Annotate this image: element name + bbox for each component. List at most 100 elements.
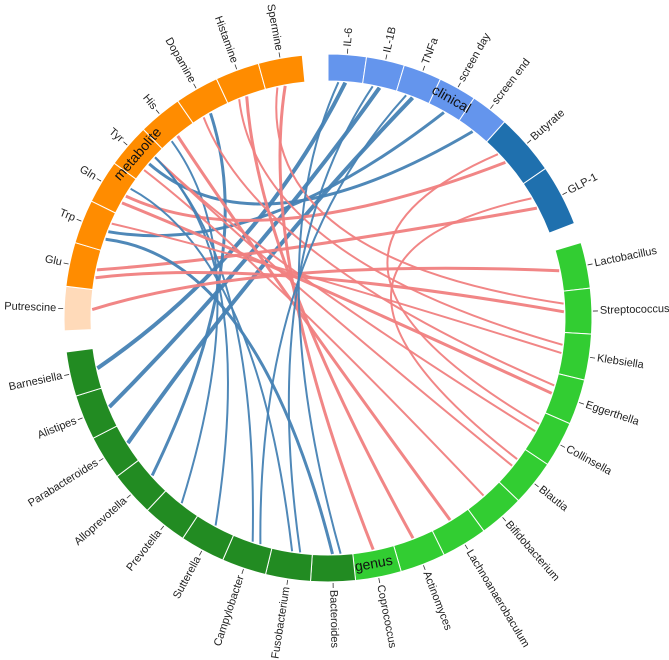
tick-mark xyxy=(587,263,593,266)
arc-segment-spermine[interactable] xyxy=(257,54,306,91)
segment-label-screen-end: screen end xyxy=(490,56,533,106)
segment-label-klebsiella: Klebsiella xyxy=(596,352,645,371)
chord-link-glu-streptococcus xyxy=(95,270,565,314)
tick-mark xyxy=(422,65,426,71)
arc-segment-lactobacillus[interactable] xyxy=(554,241,591,292)
segment-label-fusobacterium: Fusobacterium xyxy=(269,586,292,660)
tick-mark xyxy=(160,525,165,531)
segment-label-collinsella: Collinsella xyxy=(564,443,615,478)
arc-segment-fusobacterium[interactable] xyxy=(264,547,313,582)
chord-link-il-6-bacteroides xyxy=(297,81,342,554)
chord-link-gln-fusobacterium xyxy=(130,187,294,552)
tick-mark xyxy=(534,483,539,488)
tick-mark xyxy=(378,578,381,584)
chord-arcs xyxy=(63,53,593,583)
tick-mark xyxy=(96,178,102,182)
tick-mark xyxy=(457,82,461,88)
chord-links xyxy=(91,81,565,555)
segment-label-il-1b: IL-1B xyxy=(381,26,398,54)
tick-mark xyxy=(63,262,69,265)
chord-link-histamine-klebsiella xyxy=(238,99,563,346)
segment-label-alloprevotella: Alloprevotella xyxy=(72,494,130,548)
arc-segment-glu[interactable] xyxy=(65,241,102,291)
segment-label-alistipes: Alistipes xyxy=(36,415,79,442)
chord-link-his-lachnoanaerobaculum xyxy=(176,135,452,521)
chord-link-spermine-streptococcus xyxy=(275,87,564,305)
chord-link-screen-day-trp xyxy=(108,111,445,238)
tick-mark xyxy=(64,374,70,376)
chord-link-tyr-bifidobacterium xyxy=(143,169,485,497)
tick-mark xyxy=(126,494,131,499)
segment-label-prevotella: Prevotella xyxy=(124,527,164,574)
segment-label-trp: Trp xyxy=(58,207,77,224)
segment-label-butyrate: Butyrate xyxy=(528,107,567,143)
tick-mark xyxy=(286,579,289,585)
segment-label-screen-day: screen day xyxy=(456,31,493,84)
segment-label-histamine: Histamine xyxy=(212,15,240,65)
chord-link-screen-end-tyr xyxy=(148,130,474,206)
chord-link-dopamine-eggerthella xyxy=(202,117,555,387)
tick-mark xyxy=(502,517,507,522)
chord-link-butyrate-collinsella xyxy=(386,153,540,425)
segment-label-sutterella: Sutterella xyxy=(171,554,204,601)
chord-link-putrescine-lactobacillus xyxy=(91,266,560,312)
chord-link-glp-1-blautia xyxy=(390,197,532,460)
group-label-genus: genus xyxy=(353,552,393,575)
chord-link-glp-1-glu xyxy=(96,206,538,272)
chord-link-his-prevotella xyxy=(170,140,219,504)
segment-label-blautia: Blautia xyxy=(536,484,570,515)
tick-mark xyxy=(155,109,160,114)
segment-label-barnesiella: Barnesiella xyxy=(8,370,65,394)
segment-label-glu: Glu xyxy=(44,253,63,268)
tick-mark xyxy=(199,550,203,556)
tick-mark xyxy=(490,104,494,109)
segment-label-bifidobacterium: Bifidobacterium xyxy=(503,519,562,584)
tick-mark xyxy=(526,139,532,144)
tick-mark xyxy=(193,83,197,89)
segment-label-glp-1: GLP-1 xyxy=(566,171,600,196)
segment-label-spermine: Spermine xyxy=(264,3,284,51)
chord-link-il-1b-fusobacterium xyxy=(287,85,374,553)
segment-label-lachnoanaerobaculum: Lachnoanaerobaculum xyxy=(464,548,532,650)
tick-mark xyxy=(278,52,281,58)
arc-segment-putrescine[interactable] xyxy=(63,285,94,332)
segment-label-il-6: IL-6 xyxy=(342,27,355,47)
chord-link-tyr-blautia xyxy=(154,156,513,467)
chord-link-tnfa-campylobacter xyxy=(259,94,407,545)
segment-label-gln: Gln xyxy=(77,163,98,182)
segment-label-dopamine: Dopamine xyxy=(162,36,197,85)
chord-link-trp-bacteroides xyxy=(105,237,334,555)
chord-link-dopamine-alloprevotella xyxy=(150,112,227,477)
arc-segment-klebsiella[interactable] xyxy=(557,331,593,381)
tick-mark xyxy=(579,402,585,405)
tick-mark xyxy=(423,565,426,571)
arc-segment-il-6[interactable] xyxy=(327,53,368,85)
tick-mark xyxy=(464,544,469,550)
tick-mark xyxy=(234,64,238,70)
tick-mark xyxy=(241,569,244,575)
segment-label-actinomyces: Actinomyces xyxy=(420,570,454,633)
segment-label-tyr: Tyr xyxy=(106,126,126,145)
arc-segment-barnesiella[interactable] xyxy=(65,347,103,397)
arc-segment-streptococcus[interactable] xyxy=(562,287,593,335)
segment-label-campylobacter: Campylobacter xyxy=(212,574,247,648)
tick-mark xyxy=(589,357,596,359)
segment-label-eggerthella: Eggerthella xyxy=(584,399,641,428)
arc-segment-glp-1[interactable] xyxy=(522,167,576,234)
segment-label-streptococcus: Streptococcus xyxy=(600,303,669,317)
tick-mark xyxy=(562,191,568,195)
segment-label-tnfa: TNFa xyxy=(420,35,441,66)
segment-label-his: His xyxy=(140,92,160,112)
segment-label-parabacteroides: Parabacteroides xyxy=(26,457,101,510)
segment-label-coprococcus: Coprococcus xyxy=(374,584,398,650)
arc-segment-bacteroides[interactable] xyxy=(309,553,357,583)
tick-mark xyxy=(76,218,82,222)
tick-mark xyxy=(123,141,128,146)
segment-label-putrescine: Putrescine xyxy=(4,300,56,314)
segment-label-bacteroides: Bacteroides xyxy=(327,590,340,649)
segment-label-lactobacillus: Lactobacillus xyxy=(593,245,658,270)
tick-mark xyxy=(385,54,388,60)
chord-link-histamine-actinomyces xyxy=(245,96,415,539)
tick-mark xyxy=(560,444,566,448)
